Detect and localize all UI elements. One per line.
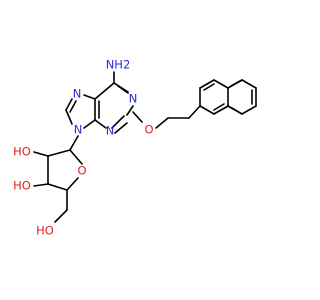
bond bbox=[114, 122, 128, 134]
n1-label: N bbox=[129, 92, 138, 106]
bond bbox=[132, 111, 143, 123]
bond bbox=[83, 119, 96, 129]
bond bbox=[111, 115, 125, 129]
bond bbox=[47, 183, 68, 191]
bond bbox=[69, 149, 83, 165]
bond bbox=[213, 103, 225, 111]
bond bbox=[117, 85, 129, 94]
bond bbox=[230, 79, 243, 87]
n7-label: N bbox=[73, 87, 82, 101]
hydroxyl-ch2-label: HO bbox=[36, 224, 54, 238]
bond bbox=[47, 149, 71, 157]
bond bbox=[199, 105, 215, 115]
bond bbox=[65, 98, 73, 111]
n3-label: N bbox=[106, 124, 115, 138]
bonds bbox=[33, 71, 257, 223]
bond bbox=[203, 83, 215, 91]
ring-oxygen-label: O bbox=[77, 164, 86, 178]
bond bbox=[33, 183, 49, 187]
hydroxyl-top-label: HO bbox=[13, 145, 31, 159]
amine-label: NH2 bbox=[106, 58, 131, 72]
bond bbox=[126, 105, 134, 116]
bond bbox=[199, 79, 215, 89]
bond bbox=[241, 79, 257, 89]
bond bbox=[213, 105, 229, 115]
bond bbox=[69, 135, 79, 151]
bond bbox=[33, 151, 49, 157]
bond bbox=[155, 117, 169, 129]
bond bbox=[241, 105, 257, 115]
bond bbox=[231, 107, 243, 115]
hydroxyl-mid-label: HO bbox=[13, 179, 31, 193]
molecule-canvas: NH2 N N N N O O HO HO HO bbox=[13, 58, 257, 238]
bond bbox=[65, 109, 73, 125]
bond bbox=[66, 177, 79, 191]
atom-labels: NH2 N N N N O O HO HO HO bbox=[13, 58, 153, 238]
bond bbox=[213, 79, 229, 89]
n9-label: N bbox=[74, 123, 83, 137]
bond bbox=[188, 105, 201, 119]
bond bbox=[94, 82, 115, 100]
bond bbox=[94, 119, 107, 129]
bond bbox=[83, 94, 96, 100]
ether-oxygen-label: O bbox=[144, 123, 153, 137]
bond bbox=[69, 100, 77, 113]
structure-diagram: NH2 N N N N O O HO HO HO bbox=[13, 58, 257, 238]
bond bbox=[54, 209, 68, 223]
